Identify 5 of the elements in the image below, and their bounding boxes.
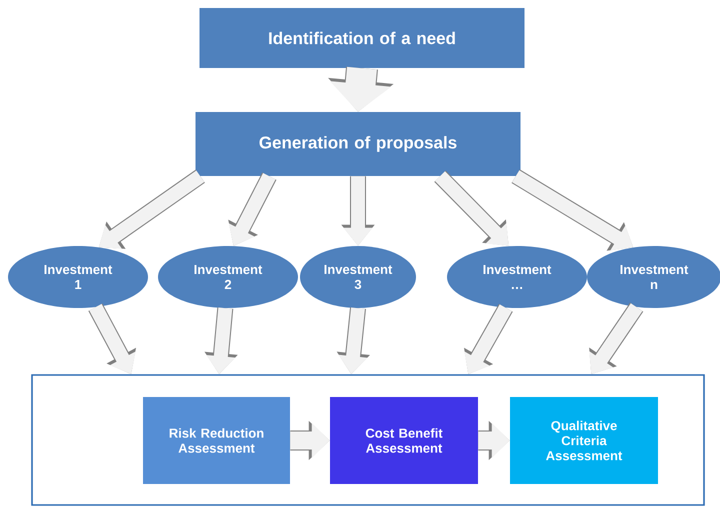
- process-box: Qualitative Criteria Assessment: [510, 397, 658, 484]
- process-box: Cost Benefit Assessment: [330, 397, 478, 484]
- process-box: Generation of proposals: [196, 112, 520, 176]
- process-box: Identification of a need: [200, 8, 524, 68]
- process-box: Risk Reduction Assessment: [143, 397, 290, 484]
